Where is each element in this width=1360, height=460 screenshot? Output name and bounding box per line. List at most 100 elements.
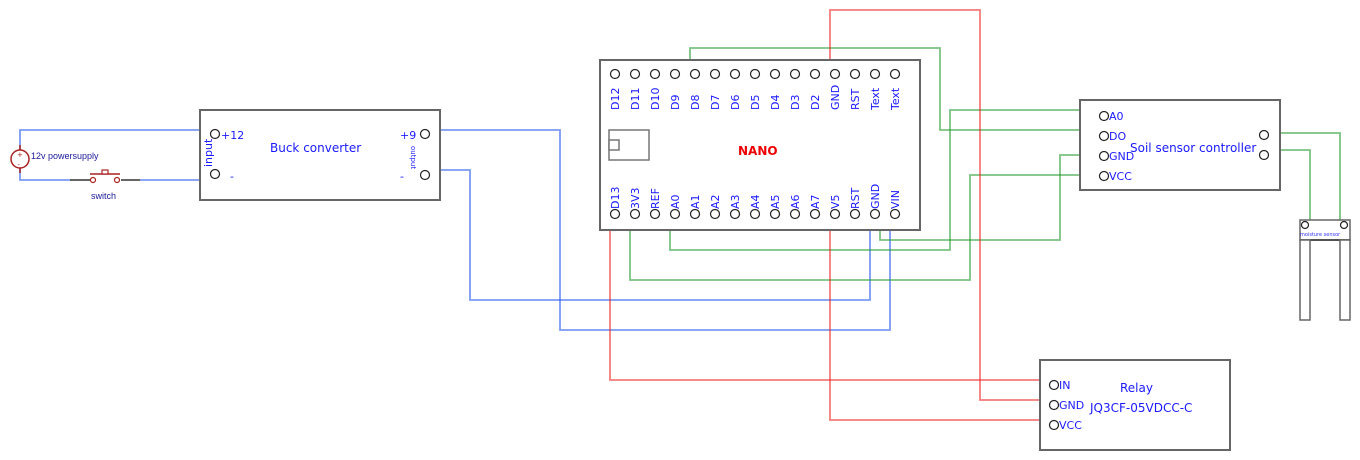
moisture-sensor-label: moisture sensor: [1300, 232, 1341, 238]
soil-pin-vcc[interactable]: [1098, 170, 1110, 182]
soil-pin-label: VCC: [1109, 170, 1132, 183]
moisture-pin-left[interactable]: [1300, 220, 1310, 230]
nano-pin-label: D11: [629, 88, 642, 110]
nano-pin-top-d9[interactable]: [669, 68, 681, 80]
buck-pin-in-plus[interactable]: [209, 128, 221, 140]
nano-title: NANO: [738, 144, 778, 158]
wire-nano-v5-to-relay-vcc[interactable]: [829, 220, 1055, 421]
wire-nano-3v3-to-soil-vcc[interactable]: [629, 174, 1100, 281]
wire-nano-gnd-to-soil-gnd[interactable]: [879, 154, 1100, 241]
buck-pin-out-plus[interactable]: [419, 128, 431, 140]
soil-probe-pin-1[interactable]: [1258, 129, 1270, 141]
nano-pin-bottom-3v3[interactable]: [629, 208, 641, 220]
nano-pin-label: D4: [769, 95, 782, 110]
soil-controller-body: [1079, 99, 1281, 191]
wire-supply-minus-to-switch[interactable]: [19, 168, 70, 181]
relay-pin-in[interactable]: [1048, 379, 1060, 391]
wire-nano-gnd-to-relay-gnd[interactable]: [829, 9, 1055, 401]
push-switch[interactable]: switch: [70, 169, 140, 201]
nano-pin-bottom-ref[interactable]: [649, 208, 661, 220]
nano-pin-label: Text: [869, 87, 882, 111]
nano-pin-bottom-rst[interactable]: [849, 208, 861, 220]
nano-pin-top-d2[interactable]: [809, 68, 821, 80]
nano-pin-label: Text: [889, 87, 902, 111]
nano-pin-bottom-a2[interactable]: [709, 208, 721, 220]
wire-nano-d8-to-soil-do[interactable]: [689, 47, 1100, 131]
wire-supply-plus-to-buck-in[interactable]: [19, 129, 215, 150]
usb-port-icon: [608, 139, 620, 151]
nano-pin-bottom-gnd[interactable]: [869, 208, 881, 220]
buck-converter[interactable]: Buck converter input output +12 - +9 -: [199, 109, 441, 201]
nano-pin-label: A3: [729, 194, 742, 209]
nano-pin-top-text[interactable]: [869, 68, 881, 80]
nano-pin-bottom-v5[interactable]: [829, 208, 841, 220]
nano-pin-label: D5: [749, 95, 762, 110]
nano-pin-top-rst[interactable]: [849, 68, 861, 80]
moisture-sensor[interactable]: moisture sensor: [1299, 219, 1351, 321]
soil-controller-title: Soil sensor controller: [1130, 141, 1256, 155]
soil-pin-label: A0: [1109, 110, 1124, 123]
buck-pin-out-minus[interactable]: [419, 169, 431, 181]
power-supply[interactable]: + - 12v powersupply: [10, 145, 99, 173]
nano-pin-bottom-d13[interactable]: [609, 208, 621, 220]
moisture-pin-right[interactable]: [1339, 220, 1349, 230]
nano-pin-label: VIN: [889, 190, 902, 209]
wires: [19, 9, 1341, 421]
nano-pin-top-d10[interactable]: [649, 68, 661, 80]
nano-pin-label: A1: [689, 194, 702, 209]
nano-pin-bottom-a6[interactable]: [789, 208, 801, 220]
buck-pin-out-plus-label: +9: [400, 129, 416, 142]
wire-soil-to-probe-left[interactable]: [1268, 149, 1311, 220]
nano-pin-top-d7[interactable]: [709, 68, 721, 80]
nano-pin-bottom-a5[interactable]: [769, 208, 781, 220]
nano-pin-bottom-vin[interactable]: [889, 208, 901, 220]
relay-pin-vcc[interactable]: [1048, 419, 1060, 431]
buck-output-label: output: [409, 146, 417, 169]
nano-pin-label: A2: [709, 194, 722, 209]
wire-buck-minus-to-nano-gnd[interactable]: [430, 169, 871, 301]
nano-pin-top-d8[interactable]: [689, 68, 701, 80]
soil-pin-do[interactable]: [1098, 130, 1110, 142]
nano-pin-label: RST: [849, 187, 862, 209]
wire-soil-to-probe-right[interactable]: [1268, 132, 1341, 220]
nano-pin-top-d3[interactable]: [789, 68, 801, 80]
nano-pin-top-d12[interactable]: [609, 68, 621, 80]
relay-pin-gnd[interactable]: [1048, 399, 1060, 411]
nano-pin-bottom-a0[interactable]: [669, 208, 681, 220]
nano-pin-label: D2: [809, 95, 822, 110]
nano-pin-top-d6[interactable]: [729, 68, 741, 80]
wire-nano-d13-to-relay-in[interactable]: [609, 220, 1055, 381]
wire-buck-plus9-to-nano-vin[interactable]: [430, 129, 891, 331]
nano-pin-bottom-a1[interactable]: [689, 208, 701, 220]
nano-pin-top-d4[interactable]: [769, 68, 781, 80]
nano-pin-label: 3V3: [629, 187, 642, 209]
nano-pin-top-text[interactable]: [889, 68, 901, 80]
power-supply-plus-sign: +: [17, 151, 23, 159]
nano-pin-bottom-a7[interactable]: [809, 208, 821, 220]
wire-nano-a0-to-soil-a0[interactable]: [669, 109, 1100, 251]
nano-pin-label: A5: [769, 194, 782, 209]
soil-pin-label: GND: [1109, 150, 1134, 163]
soil-pin-gnd[interactable]: [1098, 150, 1110, 162]
power-supply-minus-sign: -: [18, 161, 21, 169]
nano-pin-label: D9: [669, 95, 682, 110]
soil-probe-pin-2[interactable]: [1258, 149, 1270, 161]
nano-pin-label: V5: [829, 194, 842, 209]
nano-pin-label: RST: [849, 88, 862, 110]
buck-pin-in-minus[interactable]: [209, 168, 221, 180]
relay-model: JQ3CF-05VDCC-C: [1089, 401, 1192, 415]
nano-pin-bottom-a4[interactable]: [749, 208, 761, 220]
nano-pin-top-gnd[interactable]: [829, 68, 841, 80]
nano-pin-bottom-a3[interactable]: [729, 208, 741, 220]
soil-pin-a0[interactable]: [1098, 110, 1110, 122]
nano-pin-label: GND: [869, 184, 882, 209]
nano-pin-label: REF: [649, 188, 662, 209]
nano-pin-top-d5[interactable]: [749, 68, 761, 80]
nano-pin-top-d11[interactable]: [629, 68, 641, 80]
nano-pin-label: D3: [789, 95, 802, 110]
moisture-probe-left: [1299, 239, 1311, 321]
